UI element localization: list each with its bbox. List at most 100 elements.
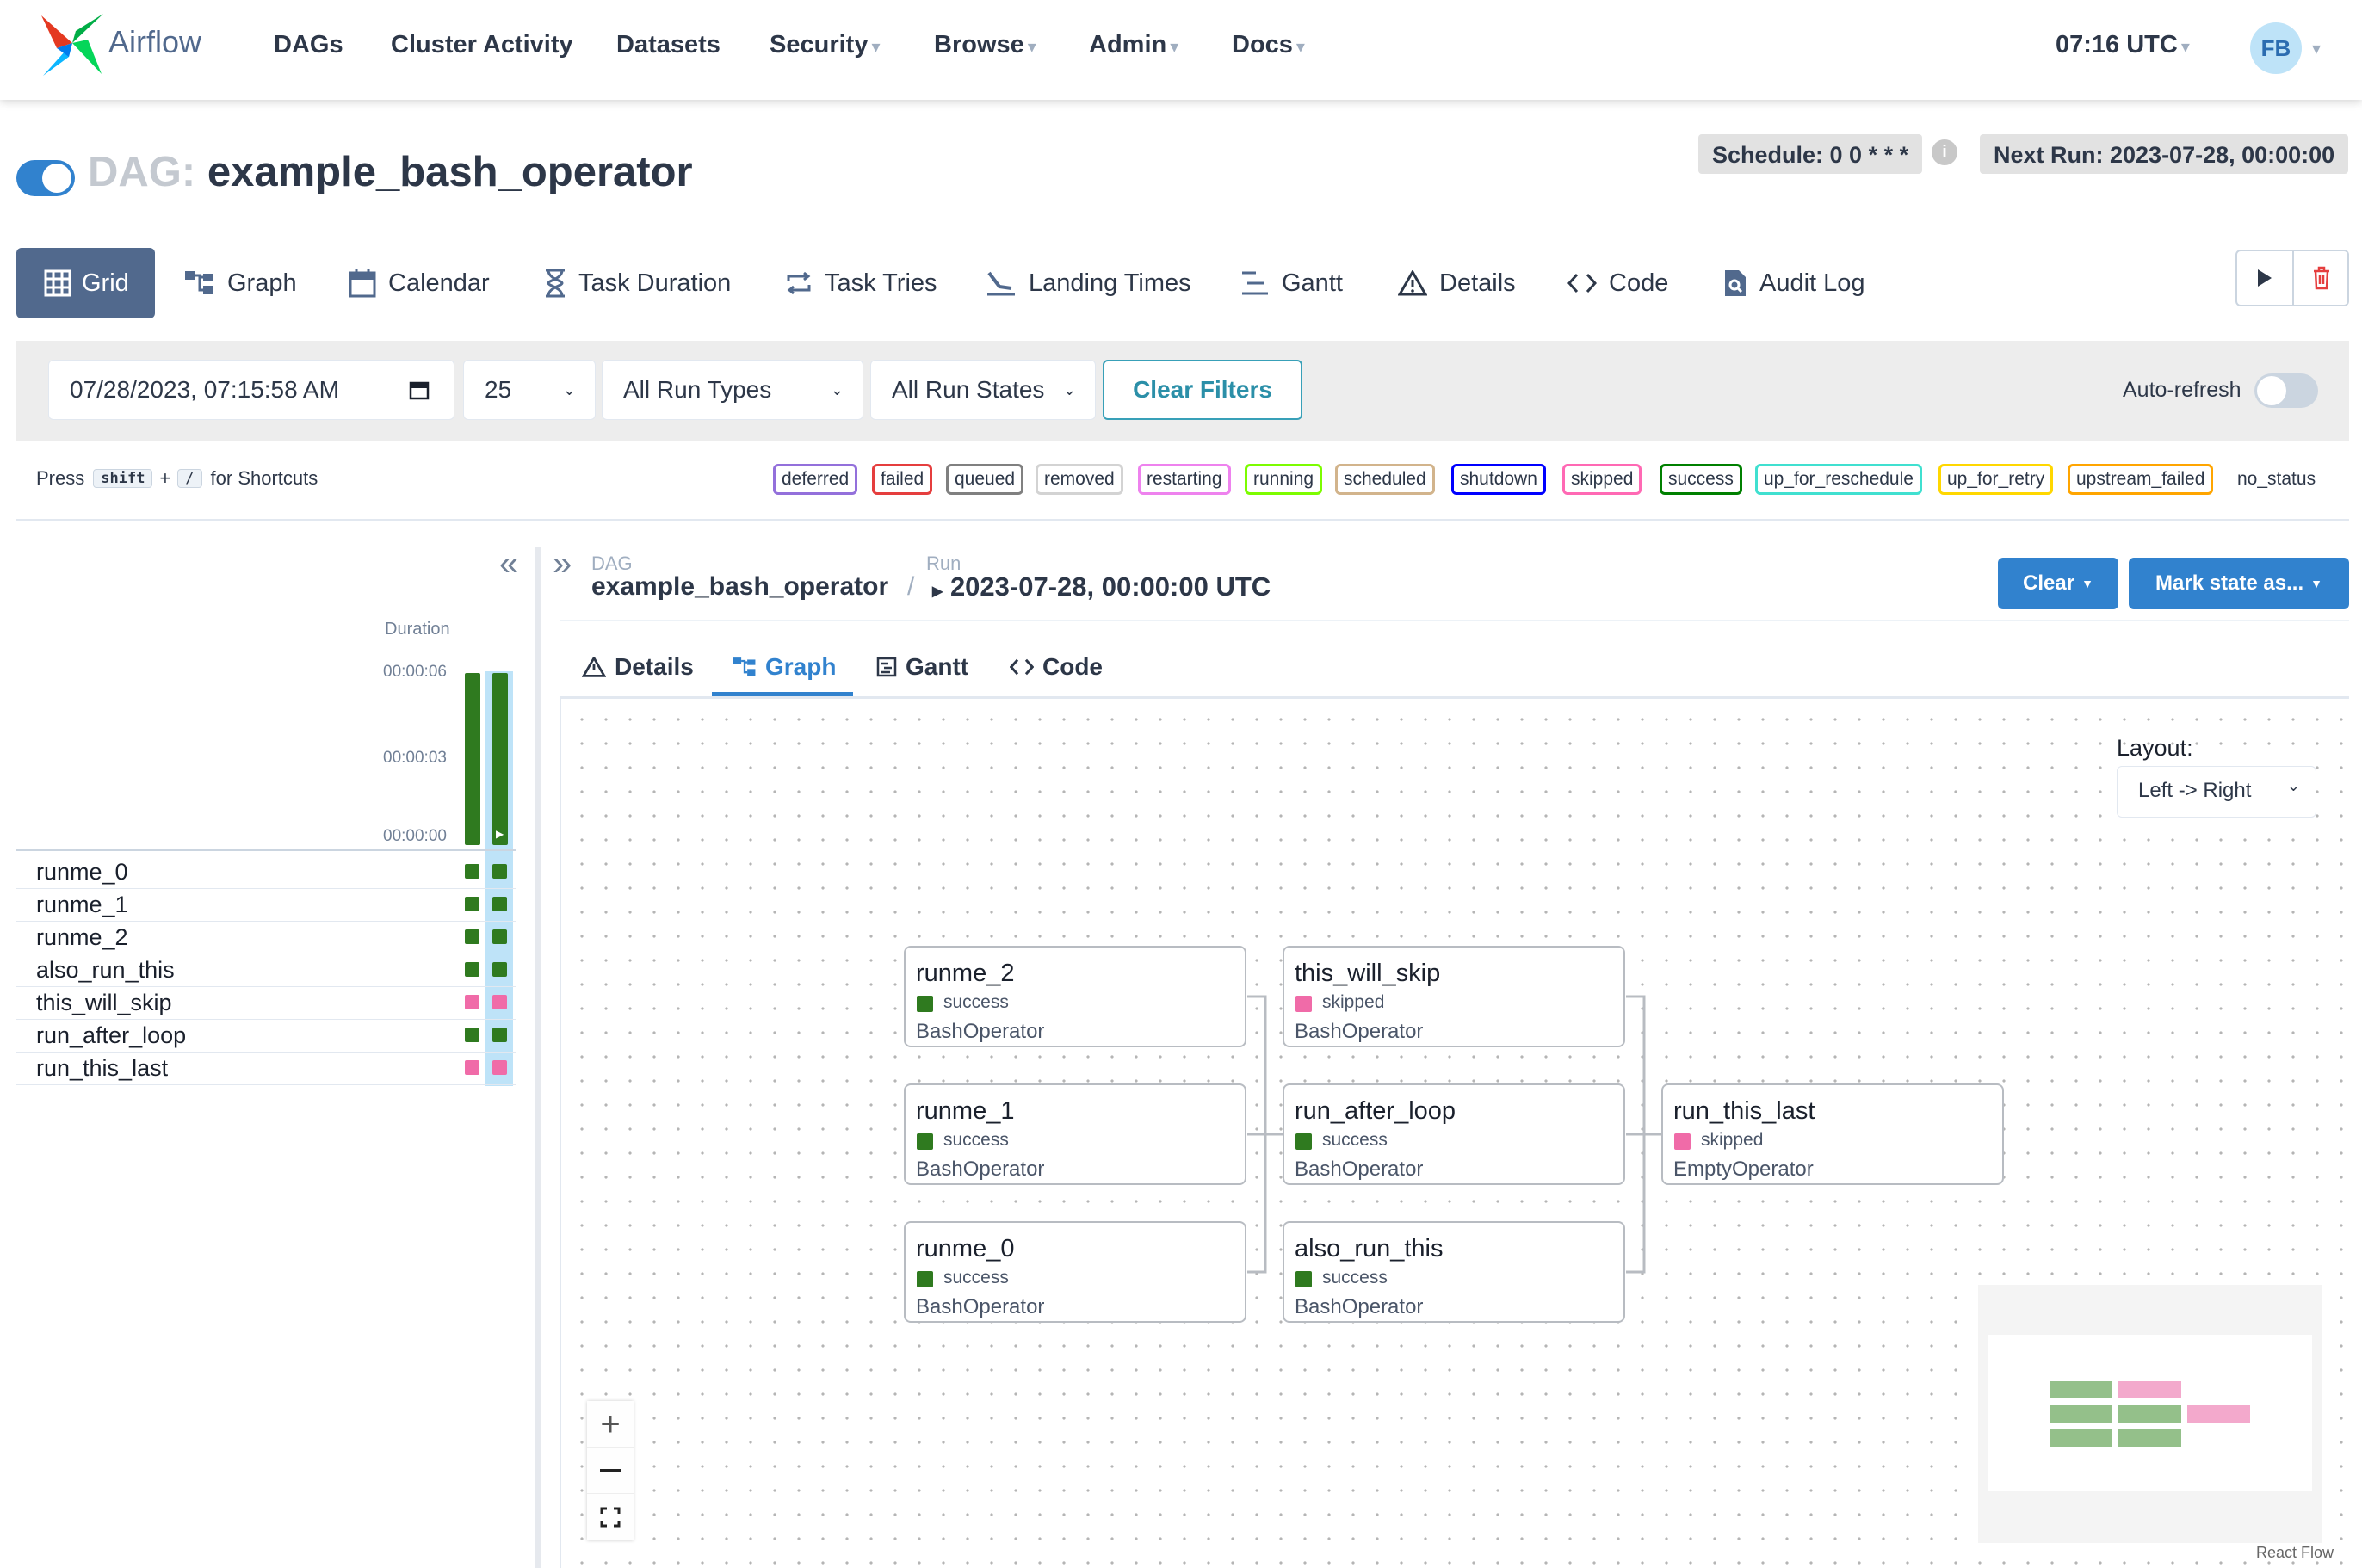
- breadcrumb-run[interactable]: ▶ 2023-07-28, 00:00:00 UTC: [932, 571, 1271, 602]
- task-instance-cell[interactable]: [492, 897, 507, 911]
- legend-success[interactable]: success: [1660, 464, 1742, 495]
- zoom-out-button[interactable]: [587, 1448, 634, 1494]
- user-avatar[interactable]: FB: [2250, 22, 2302, 74]
- task-instance-cell[interactable]: [465, 864, 479, 879]
- tab-code[interactable]: Code: [1567, 248, 1668, 318]
- toggle-knob: [42, 164, 71, 193]
- task-row-label[interactable]: this_will_skip: [36, 990, 172, 1015]
- file-search-icon: [1725, 270, 1746, 296]
- task-instance-cell[interactable]: [465, 1028, 479, 1042]
- nav-security[interactable]: Security▾: [770, 31, 881, 59]
- user-menu-chevron-icon[interactable]: ▾: [2312, 40, 2322, 59]
- tab-audit-log[interactable]: Audit Log: [1723, 248, 1865, 318]
- num-runs-select[interactable]: 25 ⌄: [463, 360, 596, 420]
- task-instance-cell[interactable]: [465, 897, 479, 911]
- run-duration-bar[interactable]: [465, 673, 480, 845]
- details-divider: [560, 620, 2349, 621]
- task-instance-cell[interactable]: [492, 995, 507, 1009]
- subtab-gantt[interactable]: Gantt: [876, 637, 968, 697]
- task-row-label[interactable]: runme_2: [36, 924, 128, 950]
- nav-dags[interactable]: DAGs: [274, 31, 343, 59]
- zoom-in-button[interactable]: +: [587, 1401, 634, 1448]
- tab-graph[interactable]: Graph: [184, 248, 297, 318]
- clear-button[interactable]: Clear▼: [1998, 558, 2118, 609]
- legend-removed[interactable]: removed: [1036, 464, 1123, 495]
- subtab-details[interactable]: Details: [582, 637, 694, 697]
- chevron-down-icon: ▼: [2081, 577, 2093, 590]
- layout-select[interactable]: Left -> Right ⌄: [2117, 766, 2316, 818]
- task-node-operator: BashOperator: [916, 1020, 1045, 1043]
- task-instance-cell[interactable]: [492, 864, 507, 879]
- task-row-label[interactable]: also_run_this: [36, 957, 175, 983]
- legend-deferred[interactable]: deferred: [773, 464, 858, 495]
- task-instance-cell[interactable]: [492, 1028, 507, 1042]
- task-instance-cell[interactable]: [465, 995, 479, 1009]
- legend-scheduled[interactable]: scheduled: [1335, 464, 1435, 495]
- legend-shutdown[interactable]: shutdown: [1451, 464, 1546, 495]
- nav-docs[interactable]: Docs▾: [1232, 31, 1305, 59]
- task-instance-cell[interactable]: [492, 962, 507, 977]
- info-icon[interactable]: i: [1932, 139, 1957, 165]
- task-instance-cell[interactable]: [465, 1060, 479, 1075]
- mark-state-button[interactable]: Mark state as...▼: [2129, 558, 2349, 609]
- legend-upstream-failed[interactable]: upstream_failed: [2068, 464, 2214, 495]
- timezone-dropdown[interactable]: 07:16 UTC▾: [2056, 31, 2190, 59]
- auto-refresh-toggle[interactable]: [2254, 373, 2318, 408]
- resize-handle[interactable]: [535, 547, 541, 1568]
- legend-failed[interactable]: failed: [872, 464, 933, 495]
- task-row-label[interactable]: runme_0: [36, 859, 128, 885]
- tab-task-duration[interactable]: Task Duration: [544, 248, 731, 318]
- task-row-label[interactable]: run_this_last: [36, 1055, 169, 1081]
- tab-details[interactable]: Details: [1398, 248, 1516, 318]
- run-type-select[interactable]: All Run Types ⌄: [602, 360, 863, 420]
- fit-view-button[interactable]: [587, 1494, 634, 1540]
- brand-name[interactable]: Airflow: [108, 24, 202, 59]
- pause-toggle[interactable]: [16, 160, 75, 196]
- legend-queued[interactable]: queued: [946, 464, 1024, 495]
- tab-calendar[interactable]: Calendar: [349, 248, 490, 318]
- run-manual-icon: ▶: [932, 584, 943, 599]
- nav-datasets[interactable]: Datasets: [616, 31, 720, 59]
- tab-landing-times[interactable]: Landing Times: [986, 248, 1191, 318]
- nav-cluster-activity[interactable]: Cluster Activity: [391, 31, 573, 59]
- subtab-code[interactable]: Code: [1010, 637, 1103, 697]
- tab-task-tries[interactable]: Task Tries: [785, 248, 937, 318]
- legend-up-for-reschedule[interactable]: up_for_reschedule: [1755, 464, 1922, 495]
- legend-skipped[interactable]: skipped: [1562, 464, 1642, 495]
- expand-panel-icon[interactable]: »: [553, 545, 572, 583]
- subtab-graph[interactable]: Graph: [733, 637, 836, 697]
- run-state-select[interactable]: All Run States ⌄: [870, 360, 1096, 420]
- delete-dag-button[interactable]: [2294, 251, 2349, 305]
- react-flow-attribution[interactable]: React Flow: [2256, 1544, 2334, 1561]
- task-instance-cell[interactable]: [465, 962, 479, 977]
- legend-no-status[interactable]: no_status: [2237, 469, 2316, 489]
- task-instance-cell[interactable]: [492, 929, 507, 944]
- minimap[interactable]: [1978, 1285, 2322, 1543]
- task-instance-cell[interactable]: [492, 1060, 507, 1075]
- execution-date-input[interactable]: 07/28/2023, 07:15:58 AM: [48, 360, 454, 420]
- nav-browse[interactable]: Browse▾: [934, 31, 1036, 59]
- collapse-grid-icon[interactable]: «: [499, 545, 519, 583]
- breadcrumb-dag[interactable]: example_bash_operator: [591, 572, 889, 601]
- nav-admin[interactable]: Admin▾: [1089, 31, 1179, 59]
- task-row-label[interactable]: run_after_loop: [36, 1022, 187, 1048]
- clear-filters-button[interactable]: Clear Filters: [1103, 360, 1302, 420]
- run-duration-bar[interactable]: [492, 673, 508, 845]
- task-row-label[interactable]: runme_1: [36, 892, 128, 917]
- trigger-dag-button[interactable]: [2237, 251, 2292, 305]
- task-instance-cell[interactable]: [465, 929, 479, 944]
- calendar-icon[interactable]: [409, 380, 430, 400]
- legend-up-for-retry[interactable]: up_for_retry: [1938, 464, 2054, 495]
- legend-restarting[interactable]: restarting: [1138, 464, 1231, 495]
- legend-running[interactable]: running: [1245, 464, 1323, 495]
- airflow-logo[interactable]: [40, 10, 105, 76]
- tab-gantt[interactable]: Gantt: [1240, 248, 1343, 318]
- tab-grid[interactable]: Grid: [16, 248, 155, 318]
